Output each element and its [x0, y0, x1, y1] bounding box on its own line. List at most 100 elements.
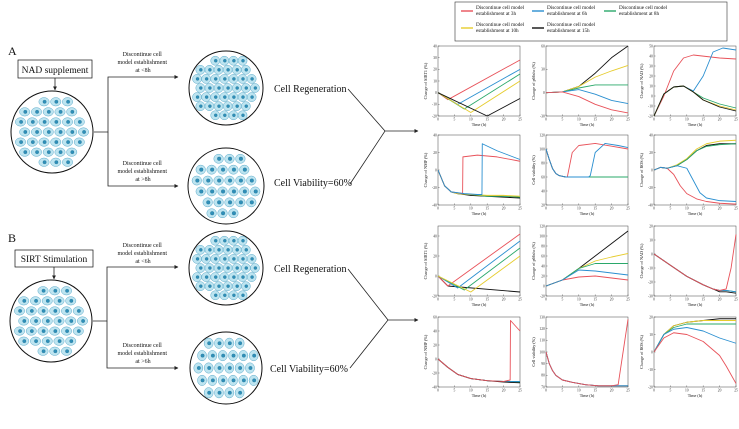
cell-nucleus	[58, 150, 63, 155]
x-tick-label: 25	[626, 118, 630, 122]
x-tick-label: 25	[734, 118, 738, 122]
y-tick-label: 20	[649, 224, 653, 228]
y-axis-label: Cell viability (%)	[531, 337, 536, 367]
x-tick-label: 20	[718, 389, 722, 393]
x-tick-label: 25	[518, 207, 522, 211]
cell-nucleus	[35, 130, 39, 134]
y-tick-label: -20	[432, 186, 437, 190]
cell-nucleus	[57, 319, 62, 323]
series-line	[653, 165, 737, 202]
y-tick-label: -20	[648, 280, 653, 284]
x-tick-label: 0	[437, 298, 439, 302]
y-tick-label: 0	[651, 168, 653, 172]
plot-frame	[545, 225, 629, 297]
cell-nucleus	[221, 211, 226, 216]
cell-nucleus	[221, 353, 226, 358]
cell-nucleus	[22, 298, 27, 303]
cell-nucleus	[45, 339, 50, 344]
cell-nucleus	[53, 309, 58, 313]
cell-nucleus	[232, 59, 236, 63]
cell-nucleus	[253, 86, 258, 90]
cell-nucleus	[82, 130, 86, 134]
x-axis-label: Time (h)	[688, 122, 703, 127]
cells-b-viability	[193, 337, 259, 399]
caption-a-late: Discontinue cell model establishment at …	[118, 161, 169, 183]
cell-nucleus	[217, 68, 221, 72]
cell-nucleus	[41, 349, 46, 354]
y-tick-label: -20	[432, 371, 437, 375]
cell-nucleus	[248, 366, 253, 370]
x-tick-label: 15	[485, 389, 489, 393]
x-tick-label: 25	[734, 298, 738, 302]
cell-nucleus	[65, 288, 69, 293]
cell-nucleus	[235, 86, 239, 90]
cell-nucleus	[22, 339, 27, 344]
cell-nucleus	[244, 104, 248, 108]
series-line	[545, 91, 629, 114]
cell-nucleus	[77, 140, 82, 144]
x-tick-label: 20	[610, 118, 614, 122]
x-tick-label: 25	[626, 298, 630, 302]
x-tick-label: 5	[670, 207, 672, 211]
y-tick-label: 120	[539, 224, 545, 228]
branch-a-late-arrow	[107, 132, 179, 188]
series-line	[437, 320, 521, 382]
cell-nucleus	[207, 390, 212, 395]
x-tick-label: 5	[454, 118, 456, 122]
x-tick-label: 10	[577, 118, 581, 122]
x-axis-label: Time (h)	[472, 393, 487, 398]
cell-nucleus	[199, 167, 204, 172]
cell-nucleus	[210, 167, 215, 172]
cell-nucleus	[210, 189, 215, 194]
cell-nucleus	[226, 266, 230, 270]
cell-nucleus	[22, 319, 27, 323]
cell-nucleus	[207, 366, 212, 370]
cell-nucleus	[231, 167, 236, 172]
cell-nucleus	[241, 293, 245, 297]
x-tick-label: 10	[469, 389, 473, 393]
cell-nucleus	[214, 95, 218, 99]
y-tick-label: 30	[433, 56, 437, 60]
cell-nucleus	[217, 178, 222, 183]
x-tick-label: 15	[701, 207, 705, 211]
cell-nucleus	[196, 366, 201, 370]
panel-a-letter: A	[8, 44, 17, 58]
series-line	[545, 142, 629, 178]
cell-nucleus	[217, 248, 221, 252]
panel-a: A NAD supplement Discontinue cell model …	[8, 44, 419, 225]
x-tick-label: 15	[593, 118, 597, 122]
cell-nucleus	[223, 95, 227, 99]
y-tick-label: 20	[433, 343, 437, 347]
y-tick-label: 0	[543, 91, 545, 95]
plot-frame	[437, 316, 521, 388]
y-tick-label: -20	[648, 186, 653, 190]
caption-a-early: Discontinue cell model establishment at …	[118, 52, 169, 74]
cell-nucleus	[18, 329, 22, 333]
cell-nucleus	[221, 378, 226, 383]
cell-nucleus	[223, 293, 227, 297]
cell-nucleus	[250, 257, 254, 261]
cell-nucleus	[231, 378, 236, 383]
y-tick-label: 100	[539, 350, 545, 354]
cell-nucleus	[252, 378, 257, 383]
cells-a-regenerated	[192, 55, 260, 121]
y-tick-label: -40	[648, 203, 653, 207]
y-tick-label: 40	[433, 44, 437, 48]
cell-nucleus	[208, 284, 212, 288]
x-tick-label: 0	[653, 389, 655, 393]
cell-nucleus	[238, 156, 243, 161]
y-tick-label: 80	[541, 244, 545, 248]
x-tick-label: 15	[485, 298, 489, 302]
x-tick-label: 20	[718, 207, 722, 211]
plot-frame	[545, 316, 629, 388]
cell-nucleus	[30, 140, 35, 144]
cell-nucleus	[30, 120, 35, 124]
cell-nucleus	[70, 130, 75, 134]
